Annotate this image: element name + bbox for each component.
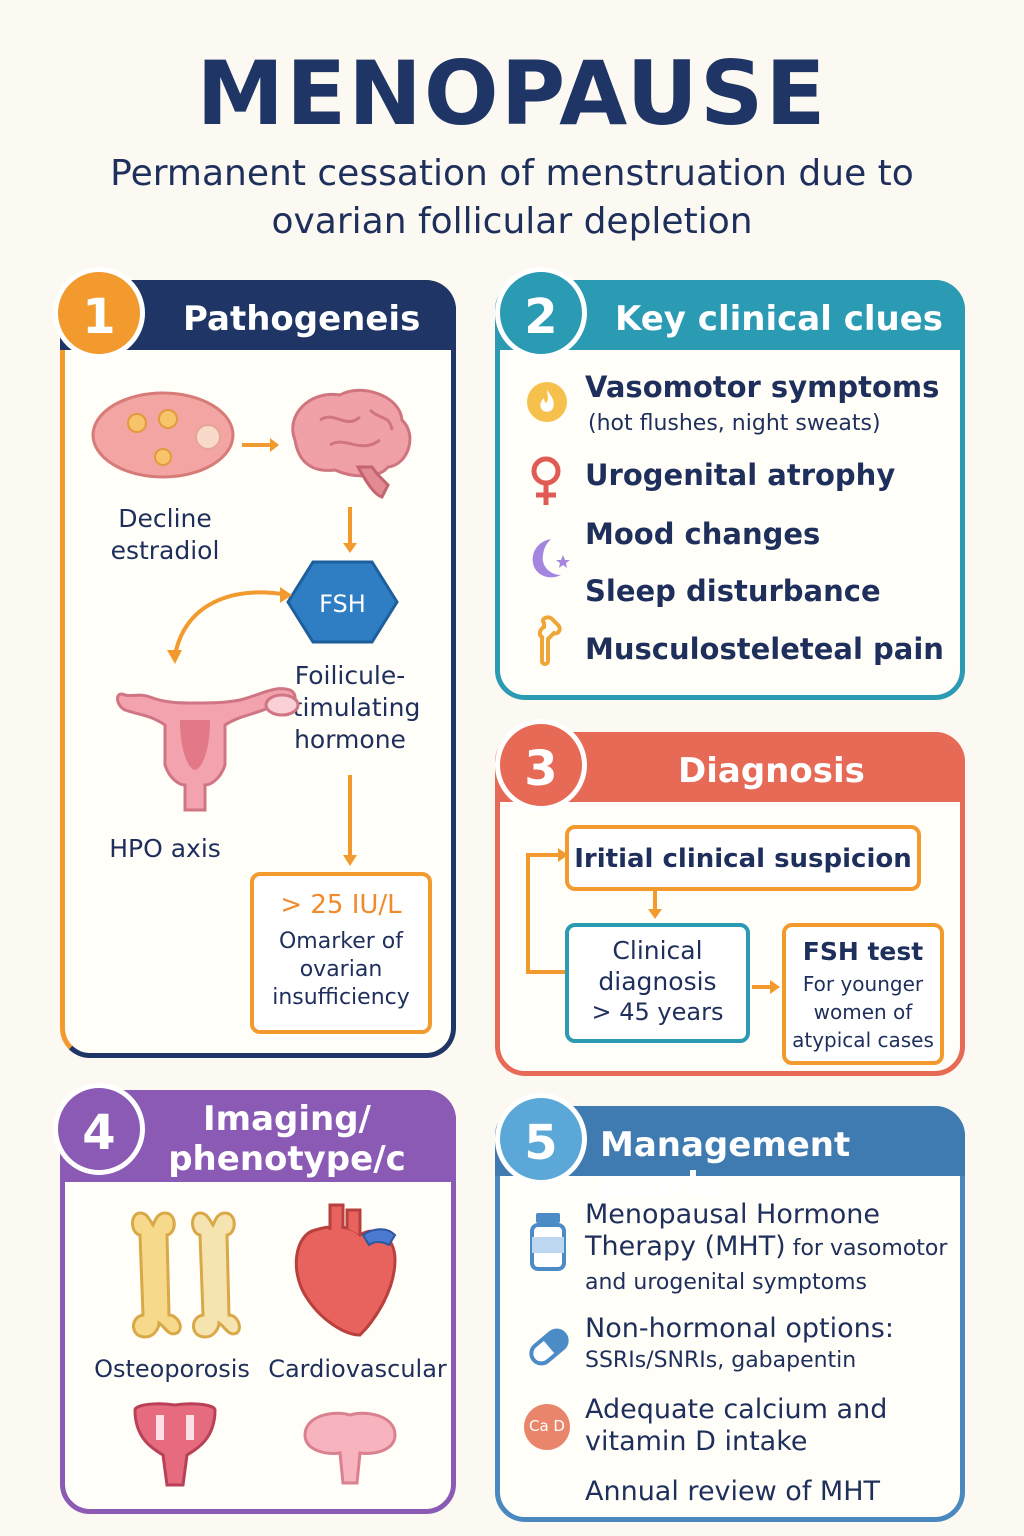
fsh-full-label: Foilicule- stimulating hormone [279,661,421,754]
organ-icon [303,1411,397,1485]
clinical-diagnosis-box: Clinical diagnosis > 45 years [565,923,750,1043]
panel-management: 5 Management pearls Menopausal Hormone T… [495,1093,965,1522]
panel-number: 5 [495,1093,587,1185]
clinical-age-text: > 45 years [591,998,724,1026]
brain-icon [291,388,412,499]
fsh-test-sub: For younger women of atypical cases [792,972,934,1052]
marker-text: Omarker of ovarian insufficiency [272,929,410,1010]
clue-label: Sleep disturbance [585,574,881,608]
ovary-icon [91,391,235,479]
initial-suspicion-text: Iritial clinical suspicion [574,844,912,874]
clue-label: Mood changes [585,517,821,551]
flow-connector [526,848,568,974]
fsh-threshold-box: > 25 IU/L Omarker of ovarian insufficien… [250,872,432,1034]
fsh-test-text: FSH test [802,937,924,966]
clue-label: Musculosteleteal pain [585,632,944,666]
clue-label: Vasomotor symptoms [585,370,940,404]
panel-title: Key clinical clues [615,299,944,339]
flame-icon [527,382,567,422]
threshold-value: > 25 IU/L [280,890,402,920]
decline-estradiol-label: Decline estradiol [110,504,220,565]
arrow-right-icon [752,980,780,994]
panel-pathogenesis: 1 Pathogeneis Decline estradiol FSH Foil… [53,267,456,1058]
management-item: Menopausal Hormone Therapy (MHT) for vas… [585,1199,965,1299]
uterus-icon [116,687,300,812]
bone-icon [131,1211,241,1339]
panel-title: Imaging/ phenotype/c [168,1099,406,1179]
management-item-bold: Non-hormonal options: [585,1313,894,1344]
panel-clinical-clues: 2 Key clinical clues Vasomotor symptoms … [495,267,965,700]
panel-title: Pathogeneis [183,299,421,339]
arrow-right-icon [242,438,279,452]
management-item-bold: Menopausal Hormone Therapy (MHT) [585,1199,881,1262]
page-title: MENOPAUSE [196,42,828,145]
management-item: Annual review of MHT [585,1476,965,1508]
panel-number: 1 [53,267,145,359]
curved-arrow-icon [167,587,292,664]
management-item-bold: Annual review of MHT [585,1476,881,1507]
fsh-hexagon [286,560,399,644]
heart-icon [294,1203,397,1337]
fsh-badge-label: FSH [319,590,366,618]
cardiovascular-label: Cardiovascular [268,1355,447,1383]
fsh-test-box: FSH test For younger women of atypical c… [782,923,944,1065]
panel-title: Management pearls [600,1125,851,1205]
panel-number: 2 [495,267,587,359]
moon-icon [532,539,570,578]
bottle-icon [530,1213,566,1271]
pill-icon [529,1328,569,1366]
panel-number: 3 [495,719,587,811]
page-subtitle: Permanent cessation of menstruation due … [110,153,914,242]
management-item: Adequate calcium and vitamin D intake [585,1394,905,1458]
arrow-down-icon [343,775,357,866]
calcium-icon: Ca D [524,1404,570,1450]
clue-sub: (hot flushes, night sweats) [588,411,881,436]
osteoporosis-label: Osteoporosis [94,1355,250,1383]
hpo-axis-label: HPO axis [109,834,221,863]
panel-imaging: 4 Imaging/ phenotype/c Osteoporosis Card… [53,1083,456,1514]
arrow-down-icon [648,891,662,919]
panel-number: 4 [53,1083,145,1175]
panel-diagnosis: 3 Diagnosis Iritial clinical suspicion C… [495,719,965,1076]
clue-label: Urogenital atrophy [585,458,896,492]
joint-icon [537,615,562,666]
arrow-down-icon [343,507,357,553]
panel-title: Diagnosis [678,751,865,791]
management-item: Non-hormonal options: SSRIs/SNRIs, gabap… [585,1313,965,1377]
clinical-diagnosis-text: Clinical diagnosis [598,936,717,996]
management-item-rest: SSRIs/SNRIs, gabapentin [585,1348,857,1373]
management-item-rest: for vasomotor and urogenital symptoms [585,1236,948,1295]
female-symbol-icon [531,456,561,505]
initial-suspicion-box: Iritial clinical suspicion [565,825,921,891]
management-item-bold: Adequate calcium and vitamin D intake [585,1394,888,1457]
uterus-icon [133,1402,217,1487]
